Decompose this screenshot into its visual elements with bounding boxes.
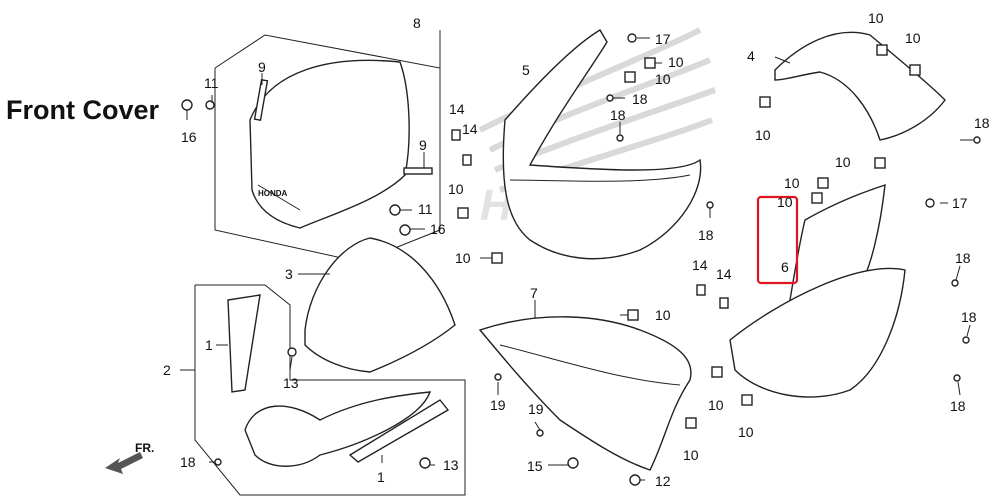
part-5-inner-panel [502,29,702,260]
callout-10: 10 [448,181,464,197]
callout-18: 18 [698,227,714,243]
callout-10: 10 [905,30,921,46]
callout-18: 18 [180,454,196,470]
callout-labels: 8 9 9 11 16 11 16 3 1 2 13 1 13 18 5 17 … [163,10,990,489]
callout-14: 14 [449,101,465,117]
callout-10: 10 [835,154,851,170]
callout-14: 14 [462,121,478,137]
callout-9: 9 [419,137,427,153]
callout-16: 16 [430,221,446,237]
callout-17: 17 [952,195,968,211]
part-2-lower-cover [194,284,466,496]
part-8-windscreen: HONDA [214,30,441,263]
callout-14: 14 [692,257,708,273]
callout-10: 10 [868,10,884,26]
fasteners [181,33,981,486]
callout-11: 11 [418,201,433,217]
callout-19: 19 [528,401,544,417]
part-7-under-cover [478,300,692,471]
callout-13: 13 [283,375,299,391]
callout-6: 6 [781,259,789,275]
front-direction-label: FR. [135,441,154,455]
callout-10: 10 [655,71,671,87]
callout-16: 16 [181,129,197,145]
callout-10: 10 [755,127,771,143]
callout-15: 15 [527,458,543,474]
callout-10: 10 [784,175,800,191]
callout-1: 1 [205,337,213,353]
windscreen-brand-mark: HONDA [258,189,288,198]
diagram-title: Front Cover [6,95,160,125]
callout-18: 18 [610,107,626,123]
callout-10: 10 [668,54,684,70]
callout-18: 18 [950,398,966,414]
callout-1: 1 [377,469,385,485]
callout-14: 14 [716,266,732,282]
callout-3: 3 [285,266,293,282]
callout-10: 10 [655,307,671,323]
front-direction-indicator: FR. [105,441,154,474]
part-6-side-cover [729,183,906,398]
callout-2: 2 [163,362,171,378]
callout-9: 9 [258,59,266,75]
part-3-screen [298,237,456,373]
callout-18: 18 [632,91,648,107]
callout-10: 10 [708,397,724,413]
callout-18: 18 [955,250,971,266]
callout-10: 10 [683,447,699,463]
callout-19: 19 [490,397,506,413]
callout-10: 10 [738,424,754,440]
highlight-box [756,195,799,285]
callout-18: 18 [974,115,990,131]
callout-12: 12 [655,473,671,489]
callout-5: 5 [522,62,530,78]
callout-10: 10 [455,250,471,266]
callout-13: 13 [443,457,459,473]
leader-lines [180,37,974,481]
callout-10: 10 [777,194,793,210]
callout-11: 11 [204,75,219,91]
callout-18: 18 [961,309,977,325]
callout-7: 7 [530,285,538,301]
callout-17: 17 [655,31,671,47]
callout-8: 8 [413,15,421,31]
callout-4: 4 [747,48,755,64]
part-4-upper-cover [774,31,946,141]
